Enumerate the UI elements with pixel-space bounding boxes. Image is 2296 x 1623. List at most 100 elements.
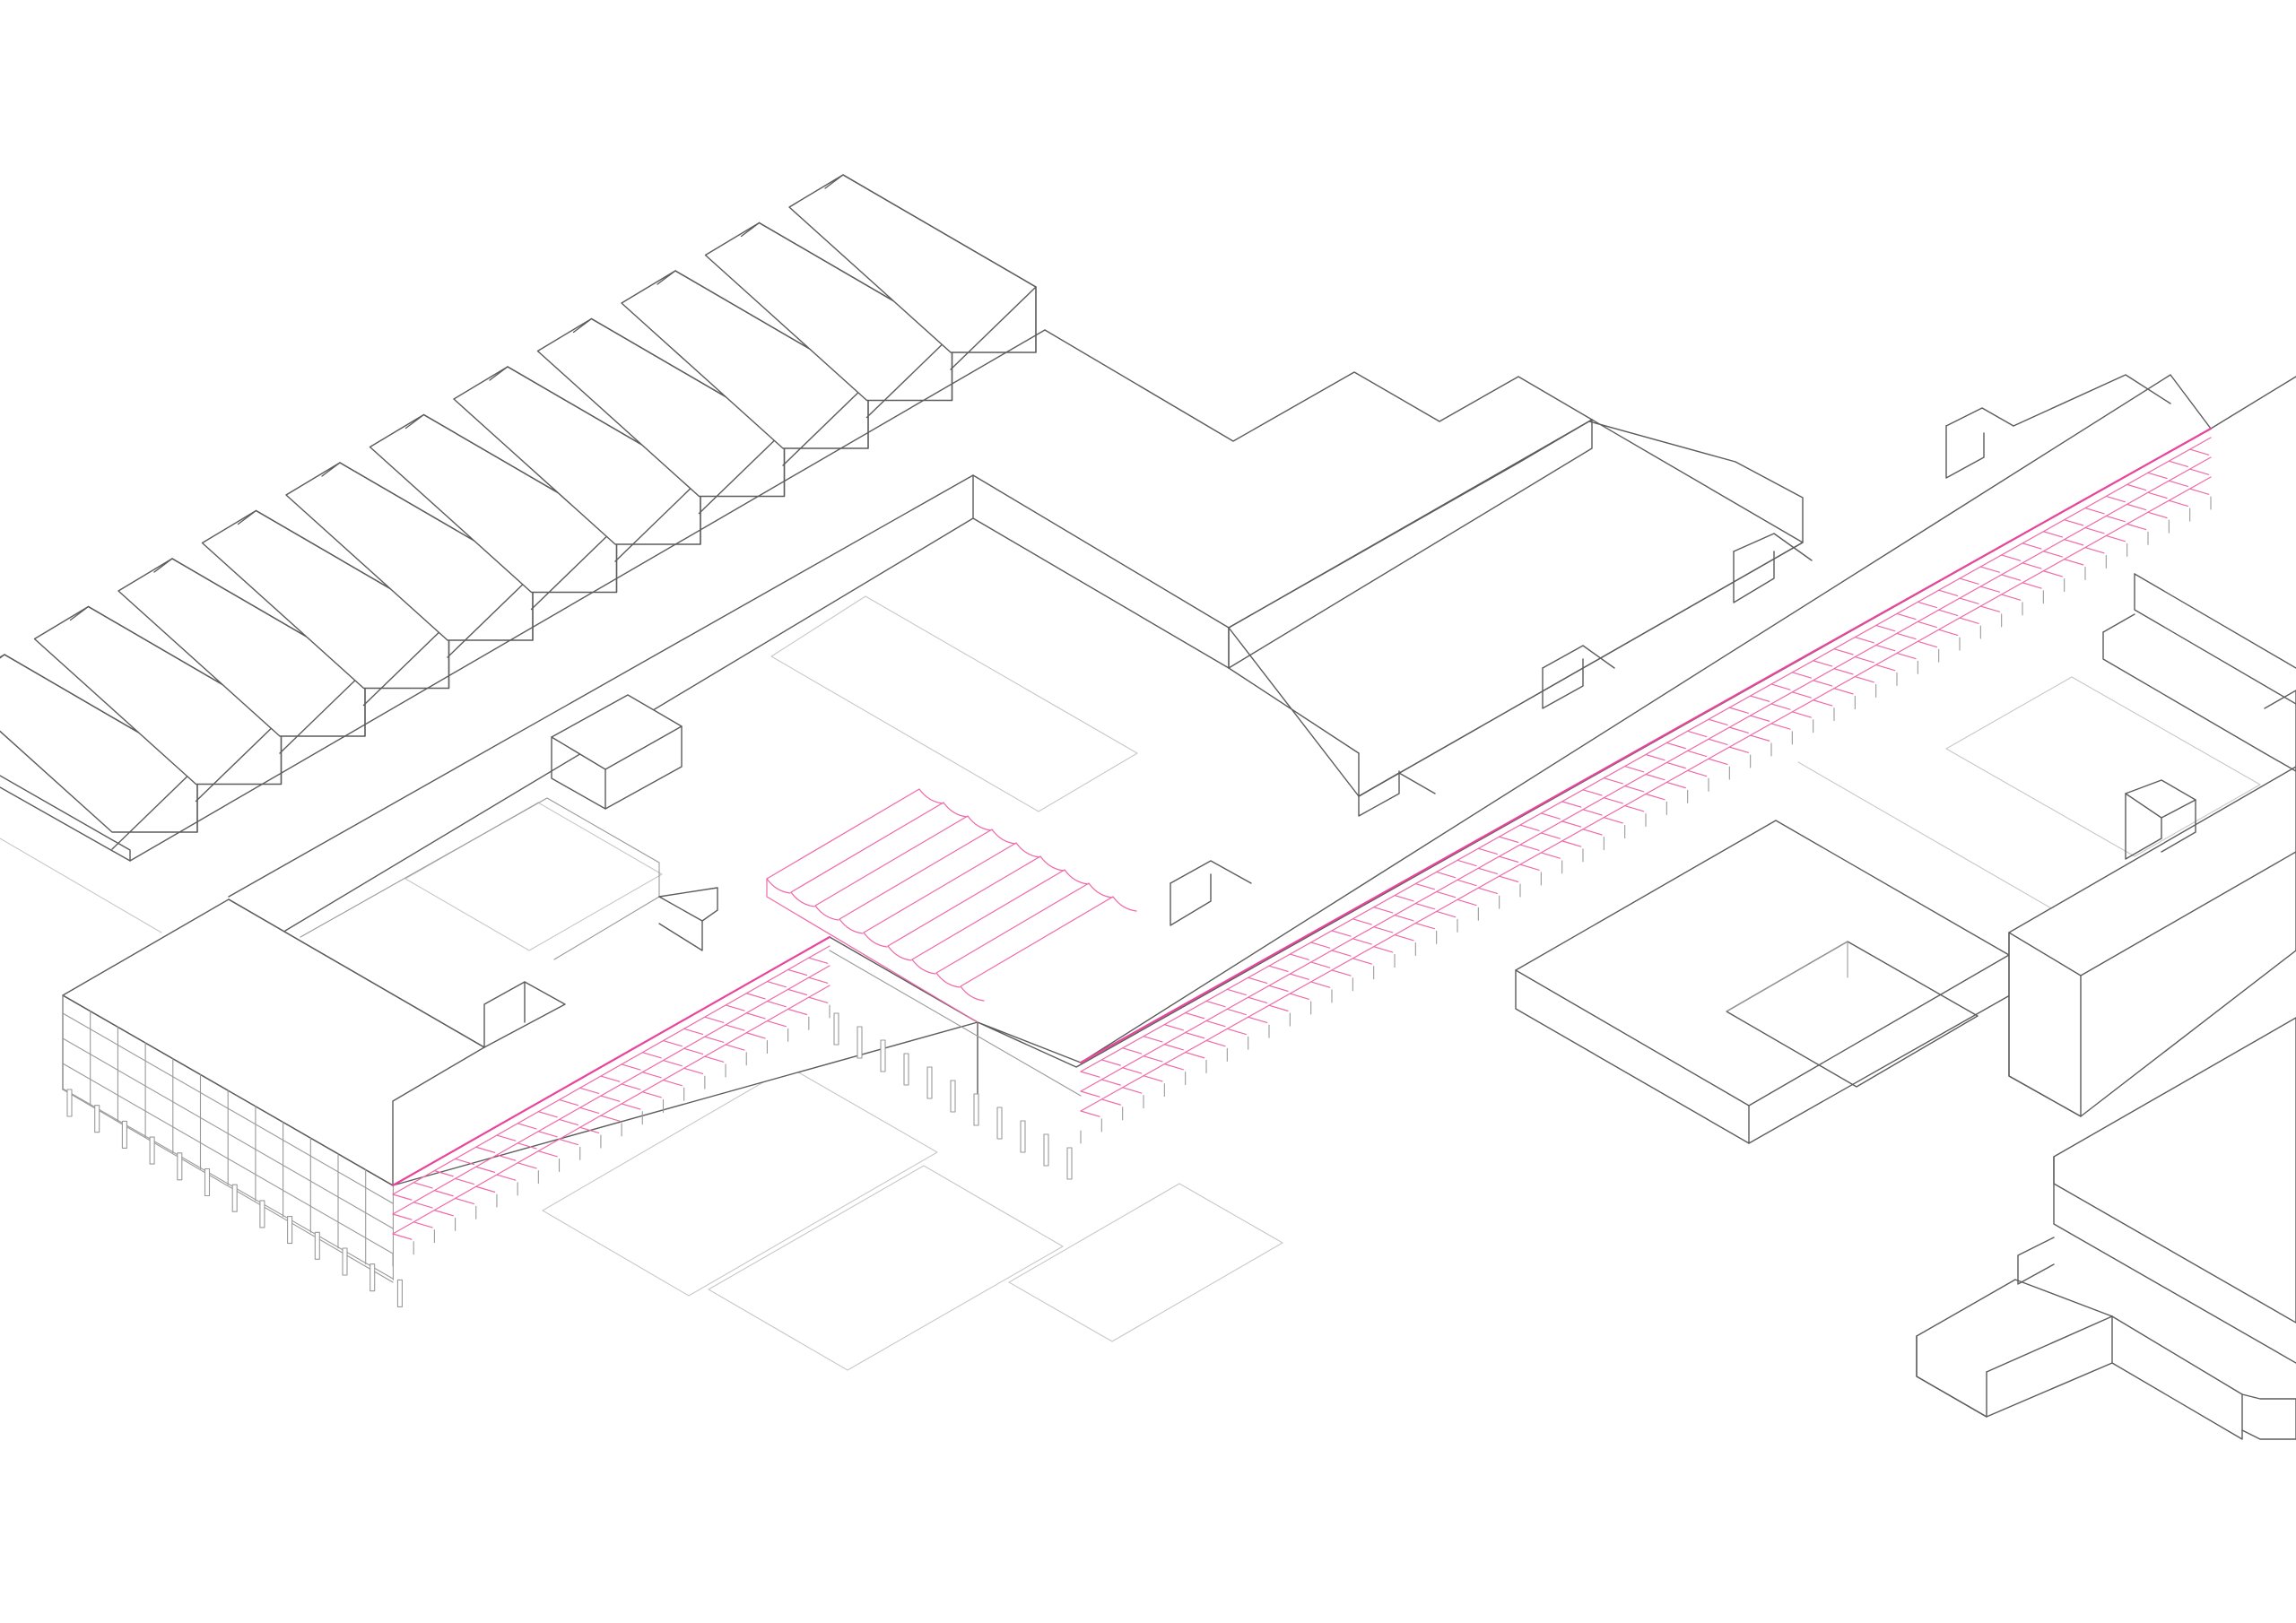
facade-panel [662, 1039, 683, 1047]
facade-panel [1310, 942, 1331, 949]
facade-panel [683, 1028, 704, 1036]
facade-panel [2126, 523, 2147, 531]
facade-panel [1561, 840, 1582, 847]
east-courtyard-floor [1945, 676, 2261, 857]
facade-panel [433, 1190, 454, 1197]
east-small-blocks [2102, 573, 2296, 860]
facade-panel [1813, 680, 1833, 687]
facade-panel [1394, 915, 1414, 922]
facade-panel [1248, 996, 1268, 1004]
facade-panel [1540, 832, 1561, 839]
canopy-arch [790, 891, 815, 907]
facade-panel [1185, 1011, 1205, 1020]
facade-panel [1833, 668, 1854, 675]
facade-panel [1979, 566, 2000, 573]
facade-panel [745, 993, 766, 1000]
facade-panel [1143, 1036, 1163, 1043]
tall-neighbor-block [2008, 766, 2296, 1117]
facade-panel [2147, 511, 2168, 519]
facade-panel [600, 1075, 621, 1082]
sawtooth-slope [362, 621, 450, 707]
facade-panel [1791, 711, 1812, 718]
facade-panel [537, 1111, 558, 1118]
facade-panel [517, 1162, 537, 1169]
facade-panel [1582, 789, 1603, 796]
sawtooth-slope [447, 574, 534, 658]
facade-panel [1436, 871, 1457, 879]
facade-panel [1854, 655, 1874, 664]
sawtooth-ridge-end [572, 317, 593, 334]
facade-top-edge [391, 935, 831, 1187]
sawtooth-ridge-end [404, 413, 425, 430]
sawtooth-slope [111, 766, 198, 850]
facade-panel [787, 1008, 808, 1016]
canopy-arch [918, 788, 944, 804]
canopy-arch [991, 829, 1016, 845]
sawtooth-slope [279, 670, 366, 754]
facade-panel [1540, 812, 1561, 820]
facade-panel [1268, 1004, 1289, 1011]
facade-panel [1436, 890, 1457, 898]
facade-panel [1310, 981, 1331, 988]
facade-panel [2126, 483, 2147, 491]
facade-panel [1331, 969, 1352, 976]
canopy-arch [863, 932, 888, 948]
middle-colonnade-column [926, 1066, 933, 1099]
north-bar-building [1228, 419, 1804, 797]
facade-panel [1100, 1098, 1121, 1106]
facade-panel [600, 1095, 621, 1102]
facade-panel [2168, 499, 2188, 508]
canopy-ridge [814, 815, 969, 907]
facade-panel [2105, 495, 2126, 503]
lower-right-l-block [1916, 1017, 2296, 1440]
canopy-ridge [960, 896, 1114, 987]
canopy-arch [1015, 842, 1040, 858]
middle-colonnade-column [950, 1080, 956, 1113]
facade-panel [766, 1000, 787, 1008]
facade-panel [704, 1036, 725, 1043]
sawtooth-base [0, 775, 131, 862]
facade-panel [2042, 531, 2063, 538]
facade-panel [475, 1166, 496, 1173]
colonnade-column [149, 1136, 155, 1165]
facade-panel [1373, 946, 1394, 953]
canopy-ridge [790, 802, 944, 893]
facade-panel [537, 1131, 558, 1138]
colonnade-column [370, 1263, 376, 1292]
canopy-ridge [887, 855, 1041, 947]
middle-colonnade-column [996, 1107, 1003, 1140]
facade-panel [2147, 472, 2168, 480]
facade-panel [641, 1072, 662, 1079]
street-edge [129, 329, 1593, 862]
facade-panel [787, 968, 808, 976]
canopy-ridge [935, 882, 1090, 974]
facade-panel [1414, 882, 1435, 890]
facade-panel [600, 1115, 621, 1122]
facade-panel [1248, 1016, 1268, 1024]
facade-panel [433, 1170, 454, 1177]
sawtooth-ridge-end [824, 174, 844, 189]
middle-colonnade-column [903, 1053, 909, 1086]
facade-panel [808, 976, 829, 984]
facade-panel [1687, 769, 1708, 777]
facade-panel [1268, 965, 1289, 972]
colonnade-column [259, 1200, 265, 1228]
facade-panel [725, 1024, 745, 1031]
facade-panel [1875, 644, 1896, 652]
facade-panel [1728, 726, 1749, 733]
facade-panel [1352, 938, 1372, 945]
facade-panel [537, 1150, 558, 1158]
facade-panel [579, 1087, 600, 1095]
facade-panel [1770, 723, 1791, 730]
facade-panel [621, 1103, 641, 1110]
facade-panel [1728, 707, 1749, 714]
facade-panel [1226, 1028, 1247, 1036]
ground-line-left [0, 838, 162, 933]
facade-panel [1561, 801, 1582, 808]
facade-panel [766, 980, 787, 988]
canopy-arch [814, 905, 839, 921]
facade-panel [1561, 820, 1582, 828]
canopy-ridge [839, 829, 993, 920]
facade-panel [1875, 624, 1896, 632]
highlighted-canopy-vaults [766, 788, 1137, 1023]
